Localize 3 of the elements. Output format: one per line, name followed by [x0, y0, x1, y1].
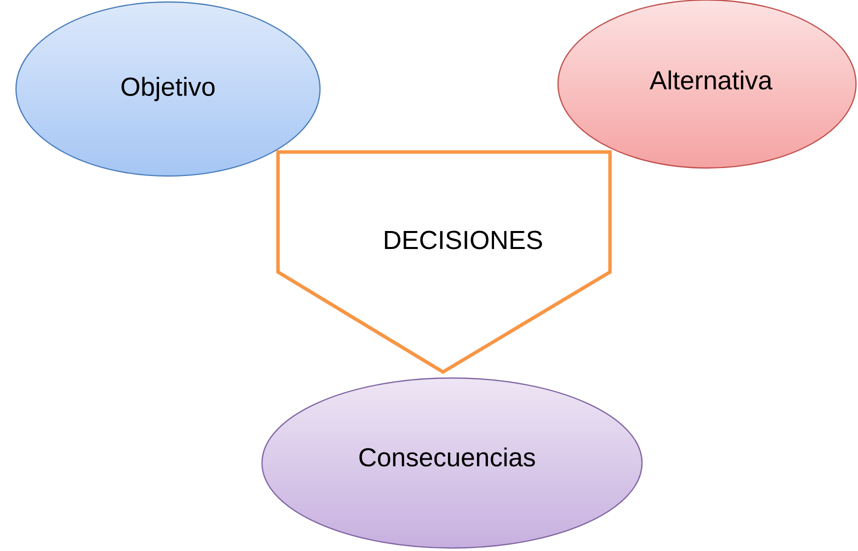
- ellipse-node: Objetivo: [15, 1, 321, 177]
- ellipse-node: Alternativa: [557, 0, 857, 169]
- ellipse-node: Consecuencias: [261, 377, 643, 549]
